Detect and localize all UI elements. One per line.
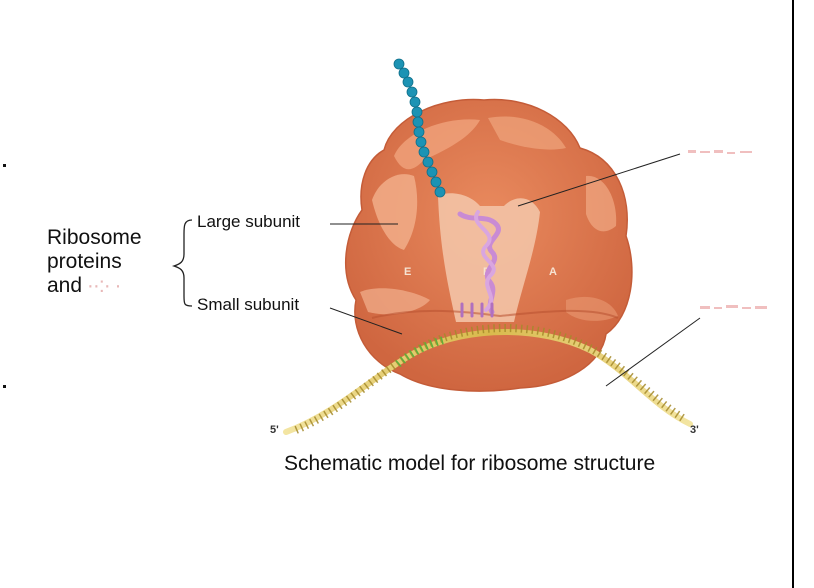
mrna-strand xyxy=(283,324,693,435)
redacted-label-trna xyxy=(688,150,752,154)
site-e-letter: E xyxy=(404,266,411,278)
redacted-label-smudge: ··:· · xyxy=(82,274,122,297)
polypeptide-chain xyxy=(393,58,446,198)
small-subunit-leader xyxy=(329,307,403,335)
ribosome-group-label: Ribosome proteins and ··:· · xyxy=(47,226,142,298)
bullet-marker xyxy=(3,164,6,167)
group-label-line-1: Ribosome xyxy=(47,226,142,249)
mrna-leader xyxy=(605,317,701,387)
group-label-line-3: and xyxy=(47,274,83,297)
group-brace xyxy=(171,219,193,307)
right-border-line xyxy=(792,0,794,588)
group-label-line-2: proteins xyxy=(47,250,122,273)
large-subunit-label: Large subunit xyxy=(196,212,302,231)
mrna-three-prime-end: 3' xyxy=(690,424,699,436)
trna-leader xyxy=(517,153,681,207)
redacted-label-mrna xyxy=(700,305,767,309)
diagram-caption: Schematic model for ribosome structure xyxy=(284,452,656,475)
mrna-five-prime-end: 5' xyxy=(270,424,279,436)
bullet-marker xyxy=(3,385,6,388)
site-a-letter: A xyxy=(549,266,557,278)
trna-molecule xyxy=(457,210,501,318)
small-subunit-label: Small subunit xyxy=(196,295,301,314)
